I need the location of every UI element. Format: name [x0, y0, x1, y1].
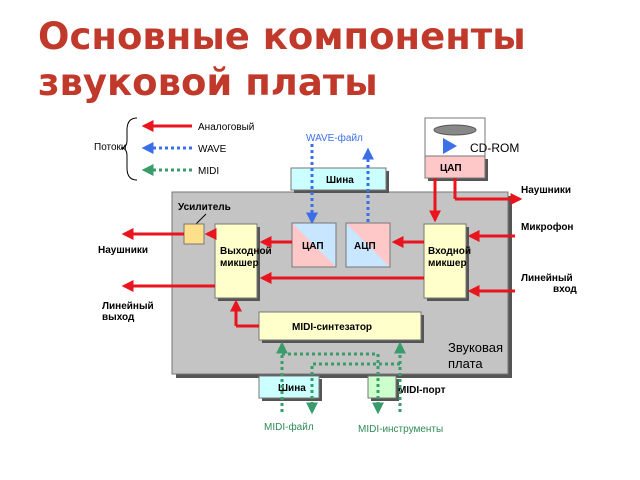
cd-dac-label: ЦАП — [440, 163, 462, 174]
bus-bottom-label: Шина — [278, 383, 306, 394]
slide-title: Основные компоненты звуковой платы — [38, 14, 618, 106]
microphone-label: Микрофон — [521, 221, 573, 233]
cd-rom-label: CD-ROM — [470, 141, 519, 155]
amplifier-label: Усилитель — [178, 202, 231, 213]
legend-group-label: Потоки — [94, 142, 127, 153]
sound-card-label-1: Звуковая — [448, 340, 503, 355]
bus-top — [290, 167, 387, 191]
headphones-left-label: Наушники — [98, 245, 148, 256]
midi-out-to-file-arrow — [306, 362, 400, 415]
line-out-label-1: Линейный — [102, 301, 154, 312]
output-mixer-label-1: Выходной — [220, 246, 272, 257]
legend-brace — [120, 117, 138, 181]
dac-box-diag — [292, 223, 336, 267]
line-in-label-2: вход — [553, 284, 577, 295]
amplifier-pointer — [195, 213, 207, 225]
input-mixer-label-1: Входной — [428, 246, 471, 257]
midi-port-label: MIDI-порт — [398, 385, 446, 396]
midi-instruments-label: MIDI-инструменты — [358, 424, 443, 435]
midi-port-box — [367, 375, 397, 399]
title-line-1: Основные компоненты — [38, 15, 526, 58]
adc-box-border — [345, 222, 391, 268]
legend-analog-label: Аналоговый — [198, 122, 254, 133]
wave-file-label: WAVE-файл — [306, 132, 363, 144]
play-icon — [443, 138, 457, 154]
cd-rom-disc-icon — [433, 124, 477, 136]
midi-synth-label: MIDI-синтезатор — [292, 322, 372, 333]
midi-file-label: MIDI-файл — [264, 421, 314, 433]
amplifier-box — [183, 223, 205, 245]
cd-rom-drive — [424, 117, 486, 157]
bus-top-label: Шина — [326, 175, 354, 186]
headphones-right-label: Наушники — [521, 185, 571, 196]
legend-midi-label: MIDI — [198, 166, 219, 177]
bus-bottom — [258, 375, 320, 399]
midi-out-to-instruments-arrow — [282, 352, 384, 415]
adc-box-diag — [346, 223, 390, 267]
dac-label: ЦАП — [302, 241, 324, 252]
adc-label: АЦП — [354, 241, 376, 252]
legend-wave-label: WAVE — [198, 144, 227, 155]
dac-box-border — [291, 222, 337, 268]
input-mixer — [423, 223, 467, 299]
line-in-label-1: Линейный — [521, 273, 573, 284]
input-mixer-label-2: микшер — [428, 258, 467, 269]
sound-card-label-2: плата — [448, 356, 483, 371]
line-out-label-2: выход — [102, 312, 135, 323]
midi-synthesizer — [258, 311, 422, 341]
output-mixer — [214, 223, 258, 299]
title-line-2: звуковой платы — [38, 61, 378, 104]
output-mixer-label-2: микшер — [220, 258, 259, 269]
